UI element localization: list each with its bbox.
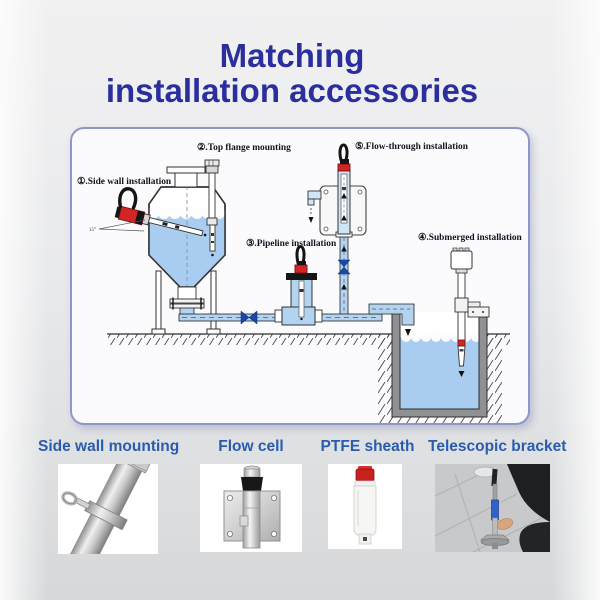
- side-wall-probe: [114, 187, 207, 237]
- bracket-handle: [491, 468, 498, 487]
- title-line-2: installation accessories: [105, 72, 479, 109]
- probe-cable: [118, 187, 138, 210]
- junction-box: [450, 250, 473, 270]
- soil-hatch: [377, 334, 502, 423]
- product-side-wall-mounting: Side wall mounting: [38, 438, 180, 554]
- product-telescopic-bracket: Telescopic bracket: [428, 438, 567, 552]
- telescopic-bracket-image: [435, 464, 550, 552]
- label-side-wall-installation: ①.Side wall installation: [77, 177, 172, 187]
- cable-gland-cap: [243, 468, 261, 478]
- sheath-body: [353, 485, 377, 536]
- flow-cell-image: [200, 464, 302, 552]
- angle-note: 15°: [89, 228, 96, 233]
- red-cap: [355, 468, 375, 482]
- person-arm: [507, 464, 550, 522]
- product-ptfe-sheath: PTFE sheath: [310, 438, 425, 549]
- manhole-flange: [166, 166, 206, 188]
- top-flange-probe: [204, 159, 220, 257]
- pipeline-tee-probe: [274, 245, 323, 326]
- product-label: Flow cell: [218, 438, 284, 455]
- pipe-valve: [240, 310, 258, 325]
- pole-clamp: [454, 297, 469, 313]
- drain-spigot: [307, 190, 322, 200]
- product-label: PTFE sheath: [320, 438, 415, 455]
- flow-through-cell: [307, 143, 367, 238]
- submerged-probe: [450, 247, 490, 377]
- label-pipeline-installation: ③.Pipeline installation: [246, 239, 337, 249]
- label-flow-through-installation: ⑤.Flow-through installation: [355, 142, 469, 152]
- side-wall-bracket-image: [58, 464, 158, 554]
- blue-grip: [491, 499, 499, 521]
- label-submerged-installation: ④.Submerged installation: [418, 233, 523, 243]
- pit-water: [400, 337, 479, 409]
- tank-legs: [151, 270, 221, 335]
- wall-mount: [467, 306, 490, 318]
- product-flow-cell: Flow cell: [186, 438, 316, 552]
- title-line-1: Matching: [219, 37, 365, 74]
- gland-body: [241, 477, 263, 491]
- angle-annotation: 15°: [89, 219, 146, 233]
- page-title: Matching installation accessories: [0, 38, 592, 108]
- tank-outlet-flange: [169, 286, 205, 317]
- riser-valve: [337, 259, 351, 275]
- label-top-flange-mounting: ②.Top flange mounting: [197, 143, 291, 153]
- product-label: Side wall mounting: [38, 438, 180, 455]
- installation-diagram-panel: 15°: [70, 127, 530, 425]
- ptfe-sheath-image: [328, 464, 402, 549]
- sump-pit: [391, 311, 488, 418]
- product-label: Telescopic bracket: [428, 438, 567, 455]
- installation-diagram: 15°: [77, 142, 523, 423]
- discharge-arrow: [405, 329, 411, 336]
